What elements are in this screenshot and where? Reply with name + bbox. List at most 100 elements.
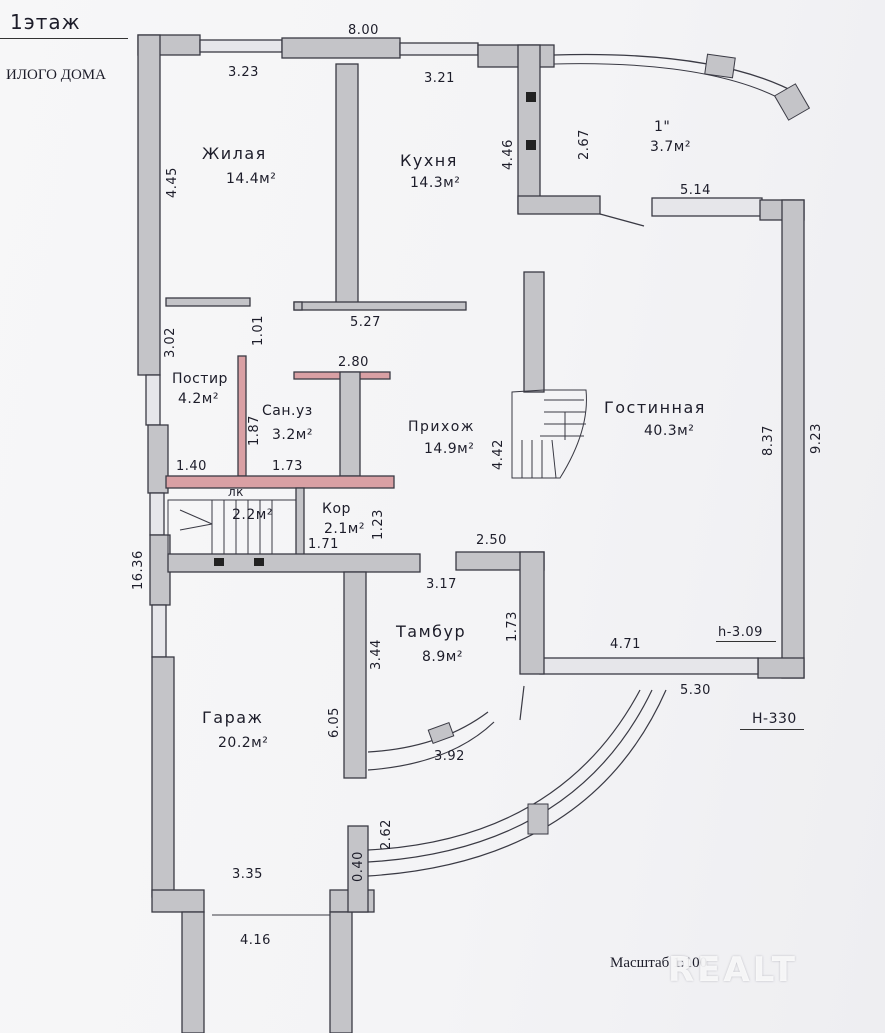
vent-3	[214, 558, 224, 566]
dim-3-35: 3.35	[232, 867, 263, 882]
dim-0-40: 0.40	[351, 851, 366, 882]
hall-stairs	[511, 389, 587, 479]
dim-1-73-a: 1.73	[272, 459, 303, 474]
wall-left-upper	[137, 34, 161, 376]
wall-left-mid	[147, 424, 169, 494]
room-laundry-name: Постир	[172, 371, 228, 387]
floor-title: 1этаж	[10, 10, 81, 34]
dim-1-40: 1.40	[176, 459, 207, 474]
realt-watermark: REALT	[668, 950, 798, 990]
window-left-3	[151, 604, 167, 658]
wall-partition-1	[165, 297, 251, 307]
wall-entry-post	[347, 825, 369, 913]
dim-3-21: 3.21	[424, 71, 455, 86]
bay-pier-2	[773, 83, 811, 121]
wall-right-corner-bottom	[757, 657, 805, 679]
scale-note: Масштаб 1:100	[610, 955, 708, 971]
bay-inner	[553, 63, 791, 105]
room-stair-area: 2.2м²	[232, 507, 273, 523]
dim-4-16: 4.16	[240, 933, 271, 948]
entry-arc	[367, 689, 667, 877]
room-vestibule-name: Тамбур	[396, 622, 467, 641]
dim-4-71: 4.71	[610, 637, 641, 652]
wall-partition-2	[293, 301, 467, 311]
dim-4-45: 4.45	[165, 167, 180, 198]
vestibule-pier	[427, 722, 455, 744]
dim-3-23: 3.23	[228, 65, 259, 80]
dim-2-50: 2.50	[476, 533, 507, 548]
room-bath-area: 3.2м²	[272, 427, 313, 443]
h-330-underline	[740, 729, 804, 730]
wall-stair-right	[295, 487, 305, 557]
dim-3-17: 3.17	[426, 577, 457, 592]
window-top-1	[199, 39, 283, 53]
room-corridor-area: 2.1м²	[324, 521, 365, 537]
wall-garage-corner	[151, 889, 205, 913]
wall-top-right	[477, 44, 555, 68]
wall-garage-door-left	[181, 911, 205, 1033]
wall-living-kitchen	[335, 63, 359, 305]
room-corridor-name: Кор	[322, 501, 351, 517]
dim-2-62: 2.62	[379, 819, 394, 850]
bay-outline	[553, 53, 801, 96]
wall-left-garage	[151, 656, 175, 898]
room-kitchen-area: 14.3м²	[410, 175, 461, 191]
door-vestibule	[519, 685, 525, 721]
room-bath-name: Сан.уз	[262, 403, 313, 419]
window-left-2	[149, 492, 165, 536]
wall-bath-right	[339, 371, 361, 477]
dim-1-23: 1.23	[371, 509, 386, 540]
vent-2	[526, 140, 536, 150]
room-stair-name: лк	[228, 485, 244, 499]
wall-bath-left	[237, 355, 247, 477]
room-living-area: 14.4м²	[226, 171, 277, 187]
wall-left-lower	[149, 534, 171, 606]
room-hall-area: 14.9м²	[424, 441, 475, 457]
room-1-name: 1"	[654, 119, 671, 135]
dim-1-01: 1.01	[251, 315, 266, 346]
dim-h-330: H-330	[752, 711, 797, 727]
room-garage-area: 20.2м²	[218, 735, 269, 751]
dim-2-80: 2.80	[338, 355, 369, 370]
wall-hall-right	[523, 271, 545, 393]
entry-pillar	[527, 803, 549, 835]
dim-5-30: 5.30	[680, 683, 711, 698]
wall-room1-bottom	[517, 195, 601, 215]
title-underline	[0, 38, 128, 39]
wall-garage-door-right	[329, 911, 353, 1033]
wall-garage-top	[167, 553, 421, 573]
window-lounge-top	[651, 197, 763, 217]
vent-4	[254, 558, 264, 566]
wall-right	[781, 199, 805, 679]
dim-4-42: 4.42	[491, 439, 506, 470]
house-subtitle: ИЛОГО ДОМА	[6, 67, 106, 83]
dim-3-92: 3.92	[434, 749, 465, 764]
vent-1	[526, 92, 536, 102]
room-vestibule-area: 8.9м²	[422, 649, 463, 665]
wall-top-mid	[281, 37, 401, 59]
window-left-1	[145, 374, 161, 426]
room-1-area: 3.7м²	[650, 139, 691, 155]
wall-stub	[293, 301, 303, 311]
room-lounge-name: Гостинная	[604, 398, 706, 417]
room-kitchen-name: Кухня	[400, 151, 458, 170]
wall-garage-right	[343, 571, 367, 779]
dim-5-14: 5.14	[680, 183, 711, 198]
window-top-2	[399, 42, 479, 56]
small-stairs	[167, 499, 297, 555]
wall-stair-top	[165, 475, 395, 489]
dim-9-23: 9.23	[809, 423, 824, 454]
dim-top-total: 8.00	[348, 23, 379, 38]
dim-3-44: 3.44	[369, 639, 384, 670]
window-lounge-bottom	[539, 657, 759, 675]
wall-kitchen-right	[517, 44, 541, 214]
door-room1	[599, 213, 645, 227]
dim-16-36: 16.36	[131, 550, 146, 590]
h-309-underline	[716, 641, 776, 642]
room-hall-name: Прихож	[408, 419, 475, 435]
dim-3-02: 3.02	[163, 327, 178, 358]
dim-h-3-09: h-3.09	[718, 625, 763, 640]
dim-1-71: 1.71	[308, 537, 339, 552]
dim-4-46: 4.46	[501, 139, 516, 170]
